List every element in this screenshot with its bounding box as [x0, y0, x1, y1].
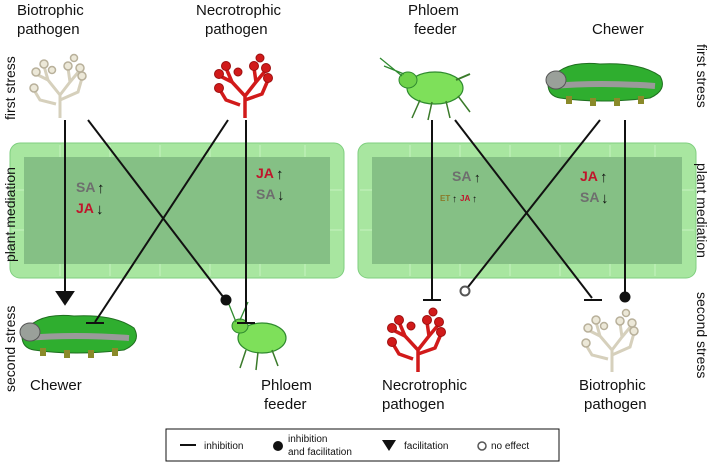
bottom-label-chewer: Chewer: [30, 377, 82, 394]
hormone-sa: SA: [452, 168, 471, 184]
top-label-biotrophic-2: pathogen: [17, 21, 80, 38]
side-label-first-stress-right: first stress: [694, 44, 709, 108]
legend-no-effect-label: no effect: [491, 441, 529, 452]
line-necro-to-chewer: [94, 119, 229, 323]
hormones-necro: JA ↑ SA ↓: [256, 165, 285, 204]
phloem-feeder-bottom-icon: [227, 301, 287, 371]
hormone-down-arrow: ↓: [601, 190, 609, 207]
interaction-lines: [64, 119, 626, 323]
hormone-up-arrow: ↑: [474, 170, 481, 185]
side-label-plant-mediation-left: plant mediation: [2, 167, 18, 262]
plant-tissue-left: [9, 142, 345, 279]
side-label-second-stress-left: second stress: [2, 306, 18, 392]
bottom-label-phloem-2: feeder: [264, 396, 307, 413]
top-label-phloem-1: Phloem: [408, 2, 459, 19]
hormone-ja: JA: [580, 168, 598, 184]
line-bio-to-phloem: [87, 119, 225, 299]
bottom-label-biotrophic-2: pathogen: [584, 396, 647, 413]
top-label-necrotrophic-2: pathogen: [205, 21, 268, 38]
hormone-ja: JA: [256, 165, 274, 181]
hormone-ja: JA: [460, 194, 470, 203]
hormone-up-arrow: ↑: [97, 180, 105, 197]
hormone-sa: SA: [580, 189, 599, 205]
top-label-biotrophic-1: Biotrophic: [17, 2, 84, 19]
hormone-up-arrow: ↑: [276, 166, 284, 183]
inhibition-facilitation-dot-right: [619, 291, 631, 303]
top-label-chewer: Chewer: [592, 21, 644, 38]
inhibition-facilitation-dot-left: [220, 294, 232, 306]
legend-inhibition-facilitation-symbol: [273, 441, 283, 451]
biotrophic-pathogen-icon: [29, 53, 87, 118]
line-end-markers: [55, 285, 631, 324]
hormone-sa: SA: [256, 186, 275, 202]
legend-facilitation-symbol: [382, 440, 396, 451]
bottom-label-phloem-1: Phloem: [261, 377, 312, 394]
hormones-chewer: JA ↑ SA ↓: [580, 168, 609, 207]
hormone-down-arrow: ↓: [96, 201, 104, 218]
hormone-up-arrow: ↑: [472, 194, 477, 205]
biotrophic-pathogen-bottom-icon: [581, 308, 639, 372]
side-label-first-stress-left: first stress: [2, 56, 18, 120]
necrotrophic-pathogen-bottom-icon: [387, 307, 446, 372]
phloem-feeder-icon: [379, 57, 471, 121]
hormone-down-arrow: ↓: [277, 187, 285, 204]
line-phloem-to-bio: [454, 119, 593, 299]
legend-facilitation-label: facilitation: [404, 441, 448, 452]
bottom-label-necrotrophic-2: pathogen: [382, 396, 445, 413]
top-label-necrotrophic-1: Necrotrophic: [196, 2, 282, 19]
legend-inhibition-facilitation-label-2: and facilitation: [288, 447, 352, 458]
hormone-ja: JA: [76, 200, 94, 216]
facilitation-arrowhead: [55, 291, 75, 306]
top-label-phloem-2: feeder: [414, 21, 457, 38]
no-effect-circle: [459, 285, 471, 297]
hormone-up-arrow: ↑: [452, 194, 457, 205]
chewer-bottom-icon: [19, 314, 137, 358]
side-label-second-stress-right: second stress: [694, 292, 709, 378]
plant-tissue-right: [357, 142, 697, 279]
legend-inhibition-label: inhibition: [204, 441, 243, 452]
bottom-label-necrotrophic-1: Necrotrophic: [382, 377, 468, 394]
side-label-plant-mediation-right: plant mediation: [694, 163, 709, 258]
line-chewer-to-necro: [467, 119, 601, 288]
hormone-sa: SA: [76, 179, 95, 195]
necrotrophic-pathogen-icon: [214, 53, 273, 118]
legend-inhibition-facilitation-label-1: inhibition: [288, 434, 327, 445]
hormone-up-arrow: ↑: [600, 169, 608, 186]
bottom-label-biotrophic-1: Biotrophic: [579, 377, 646, 394]
hormone-et: ET: [440, 194, 450, 203]
legend-box: [165, 428, 560, 462]
chewer-top-icon: [545, 62, 663, 106]
hormones-bio: SA ↑ JA ↓: [76, 179, 105, 218]
legend: inhibition inhibition and facilitation f…: [165, 428, 560, 462]
legend-no-effect-symbol: [477, 441, 487, 451]
hormones-phloem: SA ↑ ET ↑ JA ↑: [440, 168, 481, 205]
